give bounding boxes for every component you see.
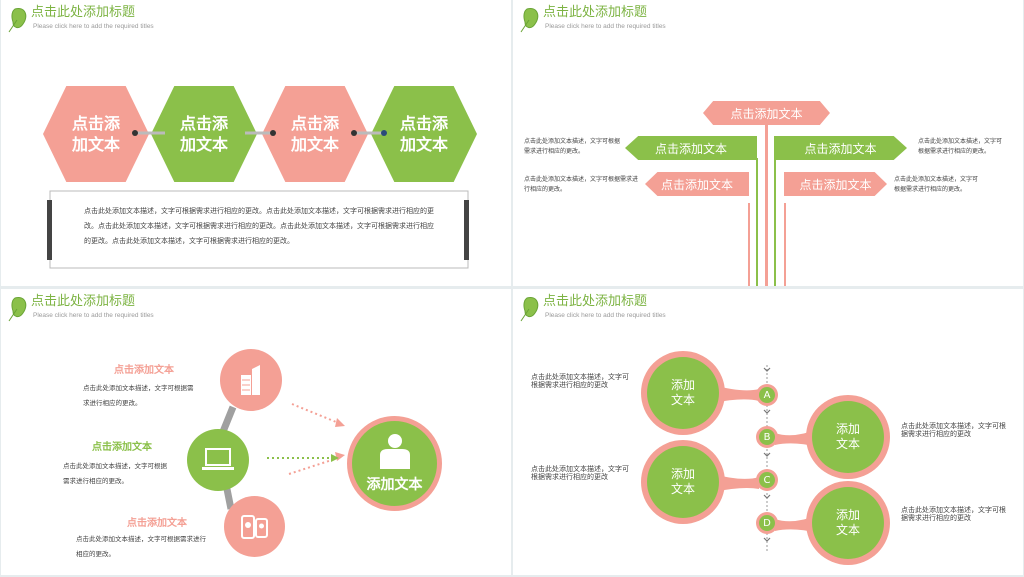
slide-subtitle: Please click here to add the required ti… [33,312,154,319]
step-c-desc[interactable]: 点击此处添加文本描述，文字可根据需求进行相应的更改 [531,465,629,481]
signpost-top[interactable]: 点击添加文本 [703,101,830,125]
step-a-desc[interactable]: 点击此处添加文本描述，文字可根据需求进行相应的更改 [531,373,629,389]
hexagon-4[interactable]: 点击添加文本 [371,86,477,182]
step-d-label[interactable]: 添加文本 [835,508,860,537]
slide-subtitle: Please click here to add the required ti… [33,23,154,30]
item-1-desc[interactable]: 点击此处添加文本描述，文字可根据需求进行相应的更改。 [83,384,194,407]
timeline [641,351,890,565]
signpost-right-lower[interactable]: 点击添加文本 [784,172,887,196]
item-3-desc[interactable]: 点击此处添加文本描述，文字可根据需求进行相应的更改。 [76,535,206,558]
step-b-label[interactable]: 添加文本 [835,422,860,451]
step-a-marker[interactable]: A [763,389,771,401]
slide-subtitle: Please click here to add the required ti… [545,23,666,30]
leaf-logo-icon [8,296,27,322]
step-c-marker[interactable]: C [763,474,771,486]
slide-title[interactable]: 点击此处添加标题 [543,294,648,309]
laptop-icon[interactable] [187,429,249,491]
slide-title[interactable]: 点击此处添加标题 [543,5,648,20]
item-1-title[interactable]: 点击添加文本 [114,365,174,376]
center-label: 添加文本 [366,477,423,493]
hexagon-connectors [47,130,469,269]
step-d-marker[interactable]: D [763,517,771,529]
desc-right-upper[interactable]: 点击此处添加文本描述，文字可根据需求进行相应的更改。 [918,138,1003,155]
slide-1[interactable]: 点击此处添加标题 Please click here to add the re… [1,0,511,286]
hexagon-2[interactable]: 点击添加文本 [151,86,257,182]
slide-2[interactable]: 点击此处添加标题 Please click here to add the re… [513,0,1023,286]
step-b-marker[interactable]: B [763,431,771,443]
desc-left-lower[interactable]: 点击此处添加文本描述，文字可根据需求进行相应的更改。 [524,176,639,193]
step-c-label[interactable]: 添加文本 [670,467,695,496]
signpost-right-upper[interactable]: 点击添加文本 [774,136,907,160]
step-a-label[interactable]: 添加文本 [670,378,695,407]
leaf-logo-icon [8,7,27,33]
step-b-desc[interactable]: 点击此处添加文本描述，文字可根据需求进行相应的更改 [901,422,1006,438]
desc-right-lower[interactable]: 点击此处添加文本描述，文字可根据需求进行相应的更改。 [894,176,979,193]
signpost-poles [748,122,786,286]
leaf-logo-icon [520,296,539,322]
hexagon-3[interactable]: 点击添加文本 [262,86,368,182]
item-3-title[interactable]: 点击添加文本 [127,518,187,529]
center-circle[interactable]: 添加文本 [347,416,442,511]
step-d-desc[interactable]: 点击此处添加文本描述，文字可根据需求进行相应的更改 [901,506,1006,522]
slide-title[interactable]: 点击此处添加标题 [31,5,136,20]
contacts-icon[interactable] [224,496,285,557]
building-icon[interactable] [220,349,282,411]
leaf-logo-icon [520,7,539,33]
item-2-title[interactable]: 点击添加文本 [92,442,152,453]
hexagon-1[interactable]: 点击添加文本 [43,86,149,182]
description-paragraph[interactable]: 点击此处添加文本描述，文字可根据需求进行相应的更改。点击此处添加文本描述，文字可… [84,207,434,245]
signpost-left-upper[interactable]: 点击添加文本 [625,136,757,160]
slide-title[interactable]: 点击此处添加标题 [31,294,136,309]
slide-4[interactable]: 点击此处添加标题 Please click here to add the re… [513,289,1023,575]
slide-3[interactable]: 点击此处添加标题 Please click here to add the re… [1,289,511,575]
desc-left-upper[interactable]: 点击此处添加文本描述，文字可根据需求进行相应的更改。 [524,138,621,155]
signpost-left-lower[interactable]: 点击添加文本 [645,172,749,196]
slide-subtitle: Please click here to add the required ti… [545,312,666,319]
item-2-desc[interactable]: 点击此处添加文本描述，文字可根据需求进行相应的更改。 [63,462,167,485]
person-icon [379,434,410,469]
